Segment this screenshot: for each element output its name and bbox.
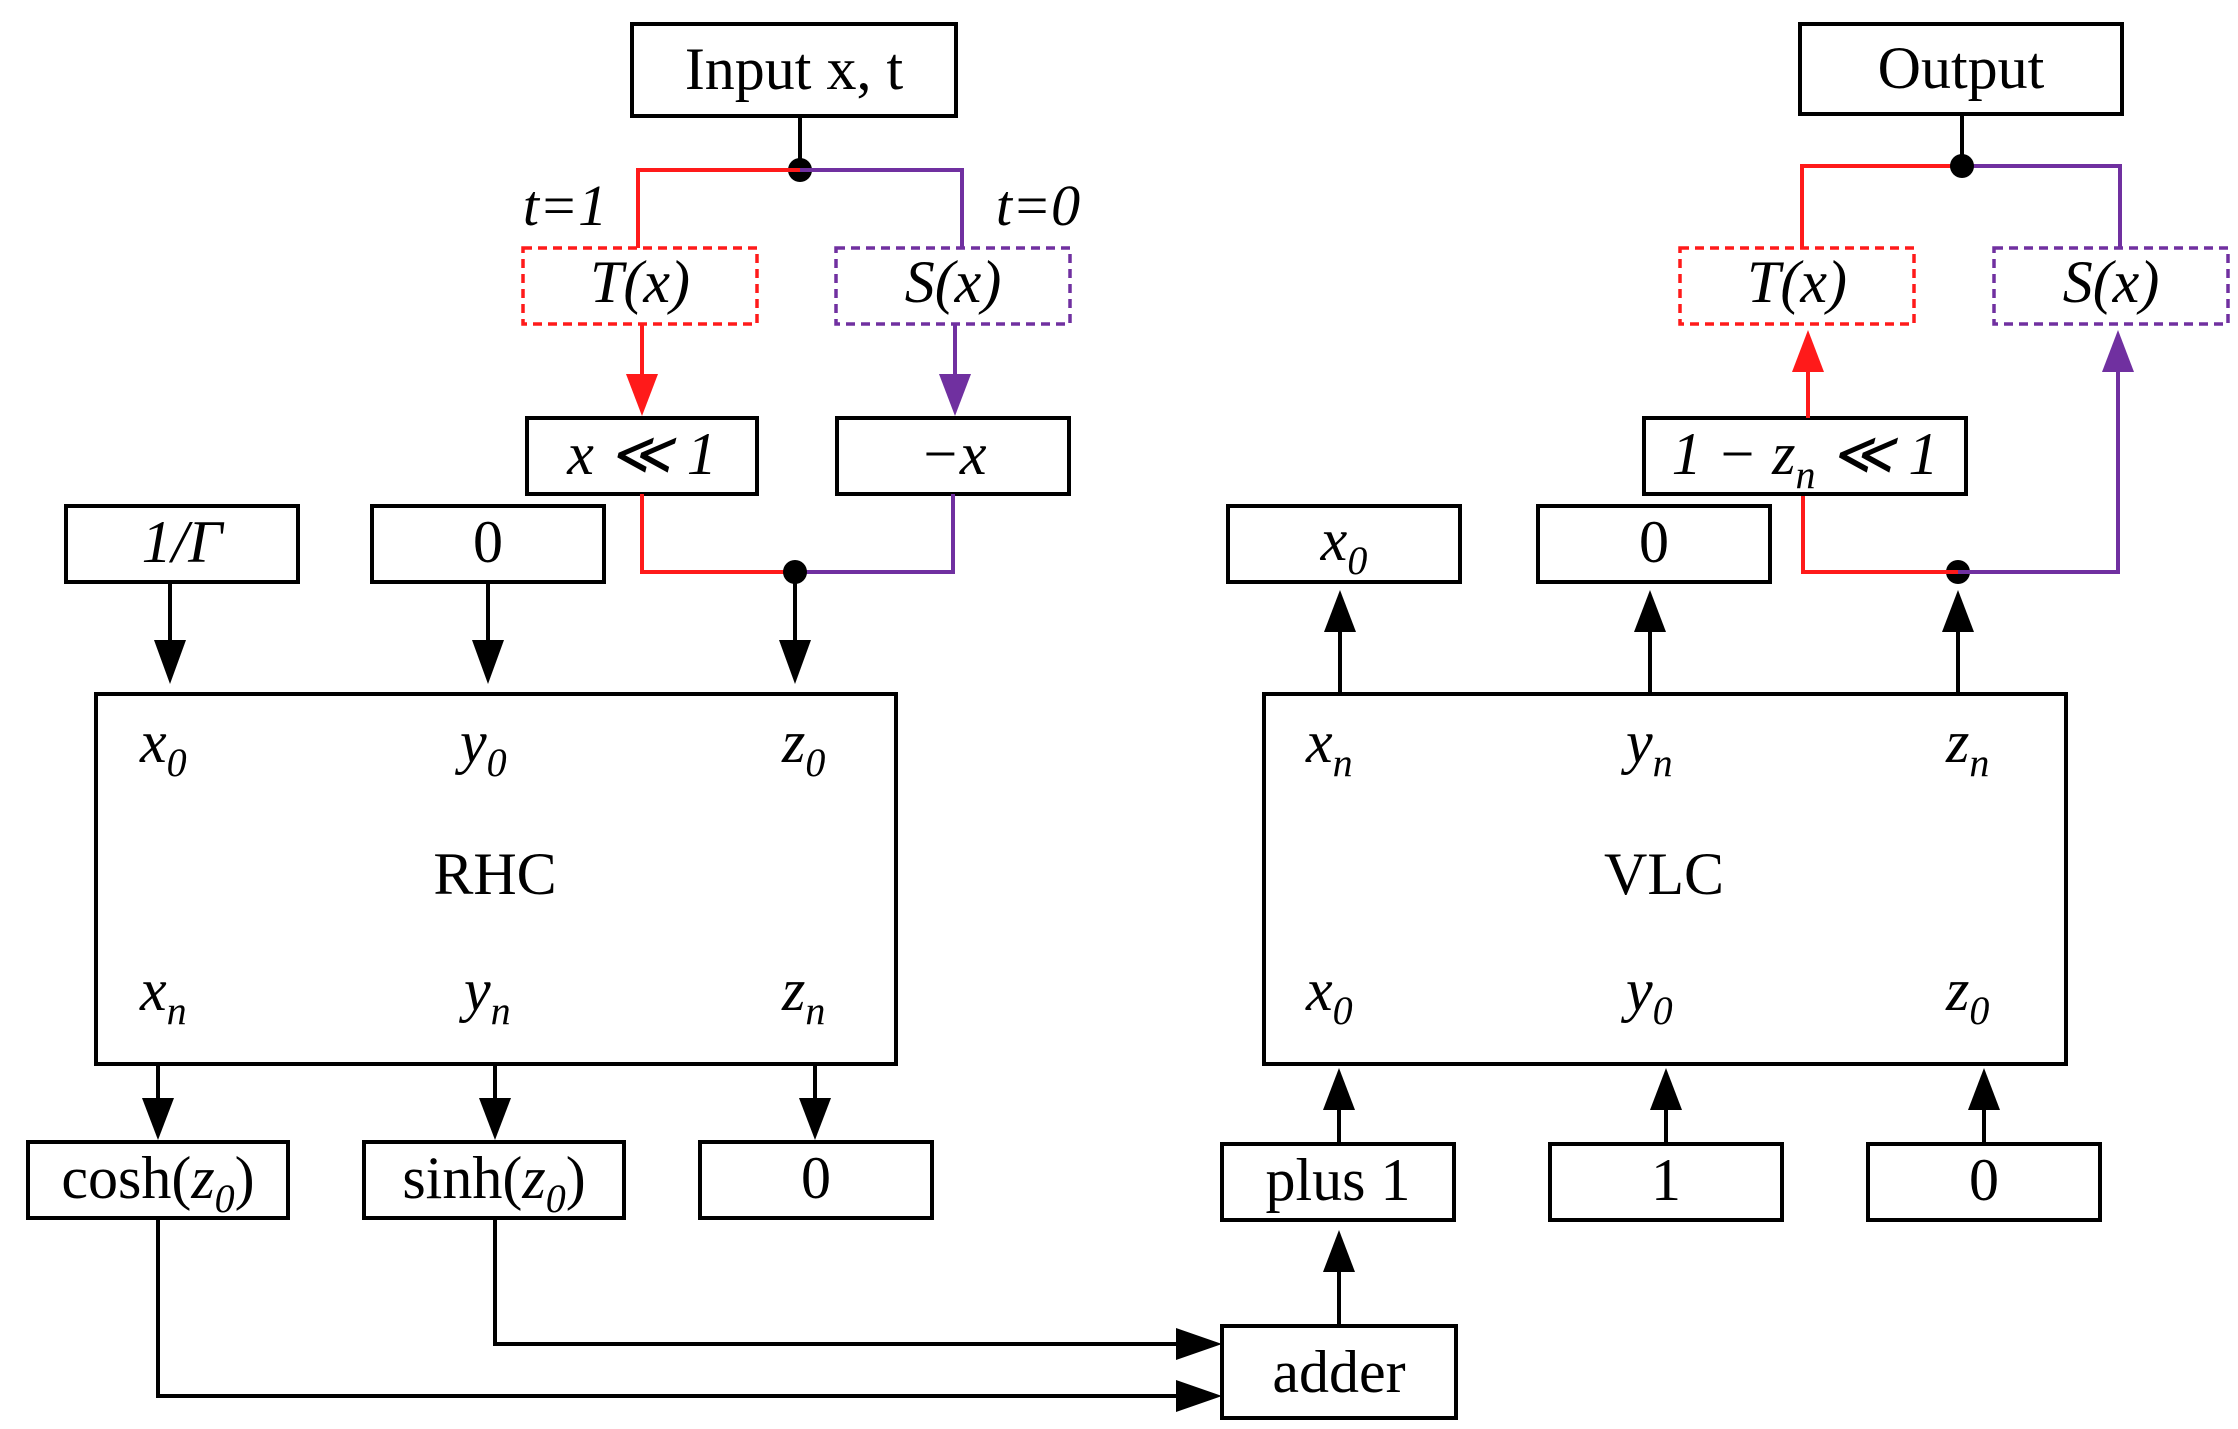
arrowhead-plus1-in (1323, 1230, 1355, 1272)
right-T-label: T(x) (1747, 249, 1847, 315)
condition-t1-label: t=1 (523, 173, 607, 238)
rhc-in-x0: x0 (139, 709, 187, 785)
condition-t0-label: t=0 (996, 173, 1080, 238)
left-S-label: S(x) (905, 249, 1002, 315)
arrowhead-vlc-x0-in (1323, 1068, 1355, 1110)
arrowhead-out-y (1634, 590, 1666, 632)
wire-junction-to-S-right (1958, 372, 2120, 574)
plus1-label: plus 1 (1265, 1147, 1410, 1213)
arrowhead-zero-in (799, 1098, 831, 1140)
left-T-label: T(x) (590, 249, 690, 315)
vlc-out-x0-box (1226, 504, 1462, 584)
arrowhead-red-down-left (626, 374, 658, 416)
right-expr-label: 1 − zn ≪ 1 (1672, 421, 1939, 497)
output-label: Output (1878, 35, 2045, 101)
rhc-in-y0: y0 (454, 709, 507, 785)
arrowhead-x0-in (154, 640, 186, 684)
vlc-out-x0-label: x0 (1320, 507, 1368, 583)
arrowhead-vlc-z0-in (1968, 1068, 2000, 1110)
arrowhead-cosh-in (142, 1098, 174, 1140)
left-S-box (834, 246, 1072, 326)
wire-input-to-T-left (636, 168, 800, 248)
output-box (1798, 22, 2124, 116)
arrowhead-sinh-in (479, 1098, 511, 1140)
wire-T-right-to-output (1800, 164, 1962, 248)
rhc-out-xn: xn (139, 957, 187, 1033)
init-y-box (370, 504, 606, 584)
init-x-box (64, 504, 300, 584)
wire-cosh-to-adder (156, 1218, 1180, 1398)
arrowhead-red-up-right (1792, 330, 1824, 372)
vlc-top-yn: yn (1620, 709, 1673, 785)
right-T-box (1678, 246, 1916, 326)
arrowhead-y0-in (472, 640, 504, 684)
vlc-out-y-box (1536, 504, 1772, 584)
left-neg-label: −x (919, 421, 986, 487)
wire-shift-to-merge (640, 494, 795, 574)
arrowhead-adder-in-bottom (1176, 1380, 1222, 1412)
vlc-block (1262, 692, 2068, 1066)
vlc-bot-y0: y0 (1620, 957, 1673, 1033)
vlc-bot-z0: z0 (1945, 957, 1989, 1033)
rhc-out-zn: zn (781, 957, 825, 1033)
adder-box (1220, 1324, 1458, 1420)
arrowhead-adder-in-top (1176, 1328, 1222, 1360)
rhc-block (94, 692, 898, 1066)
vlc-out-y-label: 0 (1639, 509, 1669, 575)
arrowhead-vlc-y0-in (1650, 1068, 1682, 1110)
right-expr-box (1642, 416, 1968, 496)
cosh-label: cosh(z0) (61, 1145, 254, 1221)
vlc-top-zn: zn (1945, 709, 1989, 785)
wire-input-to-S-left (800, 168, 964, 248)
vlc-bot-x0: x0 (1305, 957, 1353, 1033)
arrowhead-out-z (1942, 590, 1974, 632)
vlc-one-label: 1 (1651, 1147, 1681, 1213)
adder-label: adder (1272, 1339, 1405, 1405)
vlc-zero-in-label: 0 (1969, 1147, 1999, 1213)
input-label: Input x, t (685, 36, 904, 102)
arrowhead-out-x0 (1324, 590, 1356, 632)
left-T-box (521, 246, 759, 326)
rhc-zero-out-box (698, 1140, 934, 1220)
arrowhead-z0-in (779, 640, 811, 684)
right-S-box (1992, 246, 2230, 326)
vlc-name: VLC (1604, 841, 1724, 907)
wire-sinh-to-adder (493, 1218, 1180, 1346)
init-x-label: 1/Γ (142, 509, 226, 575)
sinh-box (362, 1140, 626, 1220)
rhc-name: RHC (433, 841, 556, 907)
wire-junction-to-expr (1801, 494, 1958, 574)
right-S-label: S(x) (2063, 249, 2160, 315)
cosh-box (26, 1140, 290, 1220)
vlc-top-xn: xn (1305, 709, 1353, 785)
rhc-out-yn: yn (458, 957, 511, 1033)
wire-neg-to-merge (795, 494, 955, 574)
input-box (630, 22, 958, 118)
rhc-zero-out-label: 0 (801, 1145, 831, 1211)
sinh-label: sinh(z0) (402, 1145, 585, 1221)
init-y-label: 0 (473, 509, 503, 575)
left-shift-label: x ≪ 1 (566, 421, 716, 487)
arrowhead-purple-down-left (939, 374, 971, 416)
rhc-in-z0: z0 (781, 709, 825, 785)
left-shift-box (525, 416, 759, 496)
arrowhead-purple-up-right (2102, 330, 2134, 372)
wire-S-right-to-output (1962, 164, 2122, 248)
vlc-one-box (1548, 1142, 1784, 1222)
